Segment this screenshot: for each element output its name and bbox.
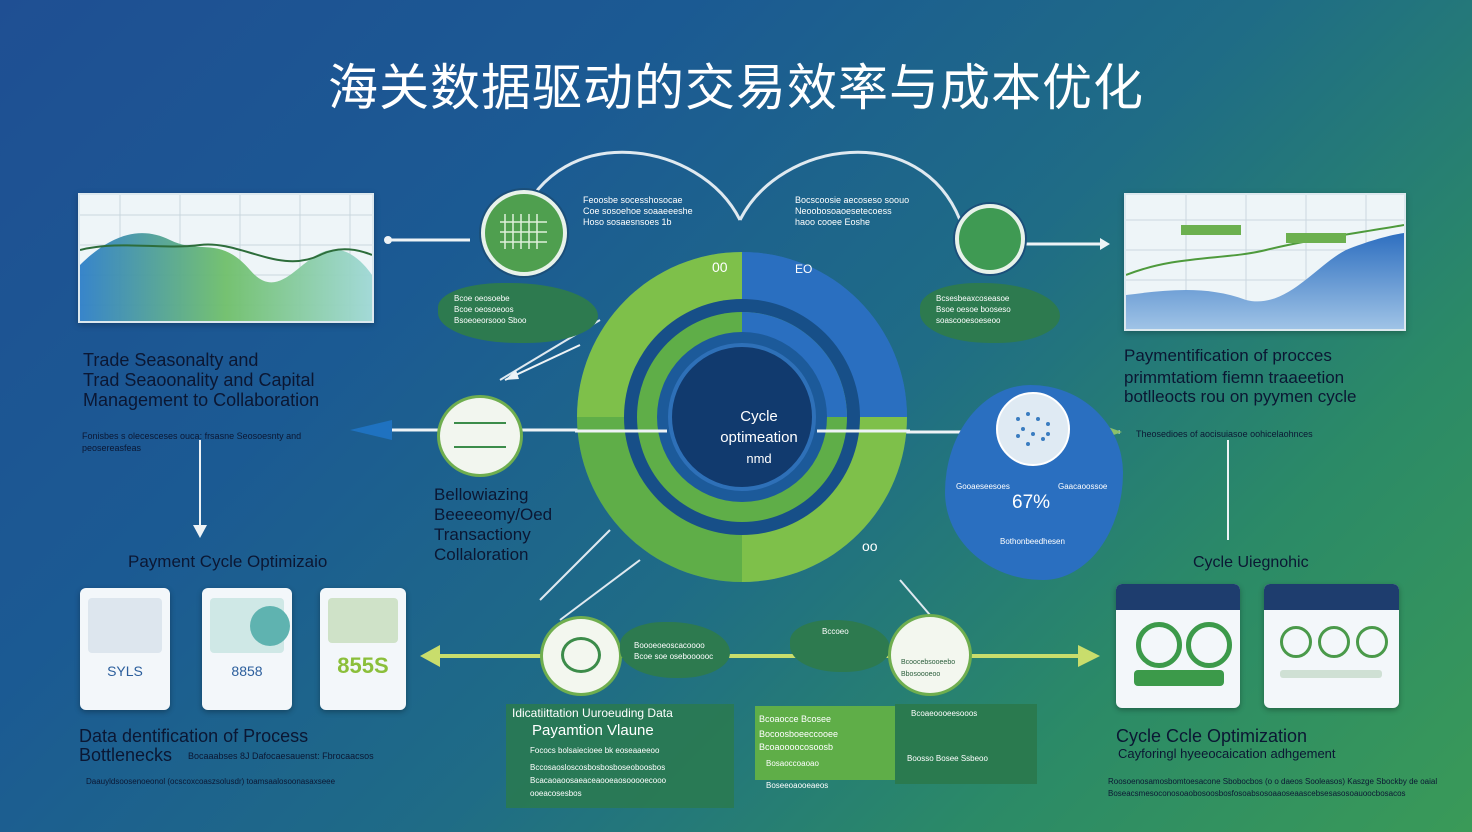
cycle-optimization-subheading: Cayforingl hyeeocaication adhgement	[1118, 746, 1336, 761]
bottleneck-green-line3: Bcoaoooocosoosb	[759, 742, 834, 752]
center-label-line1: Cycle	[740, 408, 778, 425]
bottom-left-bubble: Boooeoeoscacoooo Bcoe soe oseboooooc	[620, 622, 730, 678]
cycle-diagnostic-heading: Cycle Uiegnohic	[1193, 554, 1309, 571]
payment-volume-title: Payamtion Vlaune	[532, 722, 654, 739]
bottleneck-green-line2: Bocoosboeeccooee	[759, 729, 839, 739]
central-cycle-ring	[575, 252, 910, 582]
blob-percent: 67%	[1012, 492, 1051, 513]
left-card-2-value: 8858	[231, 663, 263, 679]
seasonality-heading: Trade Seasonalty and Trad Seaoonality an…	[83, 350, 320, 410]
payment-heading-3: botlleocts rou on pyymen cycle	[1124, 387, 1357, 406]
bottom-left-bubble-text: Boooeoeoscacoooo Bcoe soe oseboooooc	[634, 641, 714, 661]
left-card-3[interactable]: 855S	[320, 588, 406, 710]
bottom-left-circle-icon	[540, 616, 622, 696]
center-label-line2: optimeation	[720, 429, 798, 446]
cycle-optimization-caption: Roosoenosamosbomtoesacone Sbobocbos (o o…	[1108, 777, 1438, 798]
payment-area-chart	[1126, 195, 1404, 329]
top-left-label: Feoosbe socesshosocae Coe sosoehoe soaae…	[583, 195, 693, 227]
collaboration-circle-icon	[437, 395, 523, 477]
data-identification-heading: Data dentification of Process	[79, 726, 309, 746]
bottleneck-line7: Boseeoaooeaeos	[766, 781, 829, 790]
bottom-mid-bubble: Bccoeo	[790, 620, 890, 672]
left-bubble-text: Bcoe oeosoebe Bcoe oeosoeoos Bsoeoeorsoo…	[454, 294, 527, 325]
left-card-1-value: SYLS	[107, 663, 143, 679]
payment-volume-box: Idicatiittation Uuroeuding Data Payamtio…	[506, 704, 734, 808]
bottleneck-line6: Bosaoccoaoao	[766, 759, 819, 768]
center-label-line3: nmd	[746, 451, 772, 466]
globe-icon	[996, 392, 1070, 466]
collaboration-label: Bellowiazing Beeeeomy/Oed Transactiony C…	[434, 485, 553, 564]
left-card-1[interactable]: SYLS	[80, 588, 170, 710]
left-bubble: Bcoe oeosoebe Bcoe oeosoeoos Bsoeoeorsoo…	[438, 283, 598, 343]
bottlenecks-caption: Daauyldsoosenoeonol (ocscoxcoaszsolusdr)…	[86, 777, 336, 786]
left-card-2[interactable]: 8858	[202, 588, 292, 710]
payment-volume-line1: Fococs bolsaiecioee bk eoseaaeeoo	[530, 746, 660, 755]
payment-heading-2: primmtatiom fiemn traaeetion	[1124, 368, 1345, 387]
top-right-circle-icon	[955, 204, 1025, 274]
blob-bottom-text: Bothonbeedhesen	[1000, 537, 1065, 546]
right-card-2[interactable]	[1264, 584, 1399, 708]
page-title: 海关数据驱动的交易效率与成本优化	[328, 59, 1144, 117]
left-card-3-value: 855S	[337, 653, 389, 678]
payment-bottleneck-chart-panel	[1124, 193, 1406, 331]
payment-caption: Theosedioes of aocisuiasoe oohicelaohnce…	[1136, 429, 1313, 439]
seasonality-area-chart	[80, 195, 372, 321]
top-right-label: Bocscoosie aecoseso soouo Neoobosoaoeset…	[795, 195, 910, 227]
blob-top-text: Gooaeseesoes	[956, 482, 1010, 491]
grid-chart-icon	[481, 190, 567, 276]
seasonality-caption: Fonisbes s olecesceses ouca: frsasne Seo…	[82, 431, 302, 453]
bottleneck-dark-line5: Boosso Bosee Ssbeoo	[907, 754, 988, 763]
bottleneck-green-line1: Bcoaocce Bcosee	[759, 714, 832, 724]
payment-volume-header: Idicatiittation Uuroeuding Data	[512, 706, 673, 720]
bottom-mid-bubble-text: Bccoeo	[822, 627, 849, 636]
bottleneck-box-dark: Bcoaeoooeesooos Boosso Bosee Ssbeoo	[895, 704, 1037, 784]
bottom-right-circle-text: Bcoocebsooeebo Bbosoooeoo	[901, 659, 956, 678]
center-label: Cycle optimeation nmd	[700, 406, 818, 469]
payment-heading-1: Paymentification of procces	[1124, 346, 1332, 365]
ring-label-bottom: oo	[862, 538, 878, 554]
payment-volume-line4: ooeacosesbos	[530, 789, 582, 798]
bottom-right-circle-icon: Bcoocebsooeebo Bbosoooeoo	[888, 614, 972, 696]
bottleneck-dark-line4: Bcoaeoooeesooos	[911, 709, 978, 718]
bottleneck-box-green: Bcoaocce Bcosee Bocoosboeeccooee Bcoaooo…	[755, 706, 895, 780]
ring-label-top-right: EO	[795, 262, 813, 276]
ring-label-top-left: 00	[712, 259, 728, 275]
right-bubble-text: Bcsesbeaxcoseasoe Bsoe oesoe booseso soa…	[936, 294, 1011, 325]
blob-top-right-text: Gaacaoossoe	[1058, 482, 1108, 491]
payment-volume-line3: Bcacaoaoosaeaceaooeaosooooecooo	[530, 776, 667, 785]
seasonality-chart-panel	[78, 193, 374, 323]
bottlenecks-subtext: Bocaaabses 8J Dafocaesauenst: Fbrocaacso…	[188, 751, 374, 761]
payment-cycle-heading: Payment Cycle Optimizaio	[128, 552, 328, 571]
payment-volume-line2: Bccosaosloscosbosbosboseoboosbos	[530, 763, 666, 772]
right-card-1[interactable]	[1116, 584, 1240, 708]
bottlenecks-heading: Bottlenecks	[79, 745, 173, 765]
cycle-optimization-heading: Cycle Ccle Optimization	[1116, 726, 1308, 746]
right-bubble: Bcsesbeaxcoseasoe Bsoe oesoe booseso soa…	[920, 283, 1060, 343]
